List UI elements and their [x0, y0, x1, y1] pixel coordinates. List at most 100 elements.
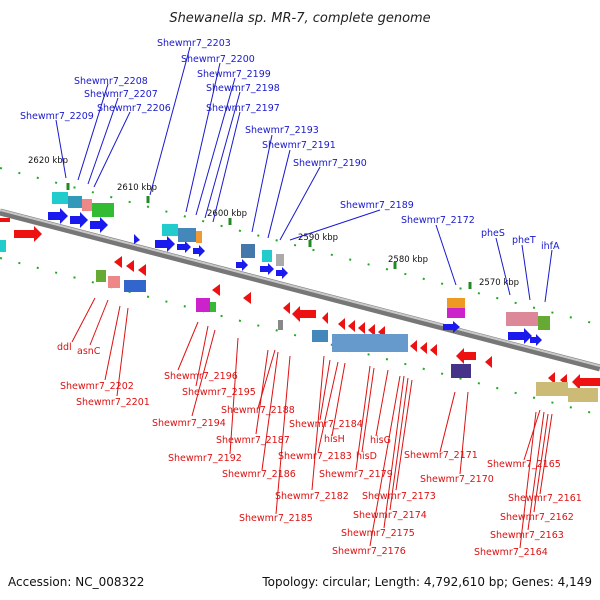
gene-label: Shewmr7_2194 [152, 418, 226, 429]
gene-label: hisD [356, 451, 377, 462]
gene-label: Shewmr7_2170 [420, 474, 494, 485]
gene-arrow [348, 320, 355, 332]
gene-label: Shewmr7_2161 [508, 493, 582, 504]
gene-arrow [177, 241, 191, 253]
gene-arrow [236, 259, 248, 271]
gene-label: asnC [77, 346, 101, 357]
gene-arrow [260, 263, 274, 275]
gene-arrow [456, 348, 476, 364]
genome-summary-text: Topology: circular; Length: 4,792,610 bp… [261, 575, 592, 589]
gene-arrow [420, 342, 427, 354]
gene-label: Shewmr7_2196 [164, 371, 238, 382]
top-leaders [55, 46, 553, 303]
gene-arrow [243, 292, 251, 304]
gene-arrow [134, 234, 140, 244]
scale-label: 2580 kbp [388, 255, 428, 265]
forward-feature-boxes [52, 192, 550, 330]
gene-label: Shewmr7_2188 [221, 405, 295, 416]
scale-label: 2620 kbp [28, 156, 68, 166]
gene-label: Shewmr7_2207 [84, 89, 158, 100]
gene-label: Shewmr7_2173 [362, 491, 436, 502]
scale-label: 2610 kbp [117, 183, 157, 193]
gene-label: Shewmr7_2162 [500, 512, 574, 523]
gene-label: Shewmr7_2197 [206, 103, 280, 114]
gene-arrow [358, 322, 365, 334]
gene-label: Shewmr7_2186 [222, 469, 296, 480]
gene-arrow [530, 334, 542, 346]
gene-arrow [14, 226, 42, 242]
gene-arrow [212, 284, 220, 296]
gene-label: pheS [481, 228, 505, 239]
scale-labels: 2620 kbp 2610 kbp 2600 kbp 2590 kbp 2580… [28, 156, 519, 288]
gene-arrow [283, 302, 290, 314]
gene-arrow [485, 356, 492, 368]
gene-arrow [155, 236, 175, 252]
accession-text: Accession: NC_008322 [8, 575, 144, 589]
gene-label: Shewmr7_2176 [332, 546, 406, 557]
gene-arrow [410, 340, 417, 352]
scale-label: 2600 kbp [207, 209, 247, 219]
gene-arrow [368, 324, 375, 336]
gene-label: Shewmr7_2171 [404, 450, 478, 461]
gene-label: Shewmr7_2192 [168, 453, 242, 464]
genome-backbone [0, 208, 600, 372]
gene-label: Shewmr7_2175 [341, 528, 415, 539]
gene-arrow [292, 306, 316, 322]
reverse-genes [0, 218, 600, 390]
bottom-gene-labels: ddl asnC Shewmr7_2196 Shewmr7_2202 Shewm… [57, 342, 582, 558]
gene-label: Shewmr7_2201 [76, 397, 150, 408]
scale-label: 2570 kbp [479, 278, 519, 288]
gene-arrow [114, 256, 122, 268]
reverse-feature-boxes [0, 240, 598, 402]
gene-label: Shewmr7_2193 [245, 125, 319, 136]
gene-arrow [193, 245, 205, 257]
gene-label: Shewmr7_2209 [20, 111, 94, 122]
top-gene-labels: Shewmr7_2203 Shewmr7_2200 Shewmr7_2199 S… [20, 38, 560, 252]
gene-label: Shewmr7_2200 [181, 54, 255, 65]
gene-arrow [548, 372, 555, 384]
gene-arrow [572, 374, 600, 390]
gene-label: Shewmr7_2208 [74, 76, 148, 87]
gene-label: Shewmr7_2206 [97, 103, 171, 114]
gene-label: Shewmr7_2198 [206, 83, 280, 94]
gene-label: Shewmr7_2191 [262, 140, 336, 151]
gene-arrow [443, 321, 460, 333]
gene-arrow [126, 260, 134, 272]
gene-label: Shewmr7_2185 [239, 513, 313, 524]
gene-label: Shewmr7_2202 [60, 381, 134, 392]
gene-label: Shewmr7_2174 [353, 510, 427, 521]
gene-label: Shewmr7_2183 [278, 451, 352, 462]
gene-label: hisH [324, 434, 345, 445]
gene-label: Shewmr7_2187 [216, 435, 290, 446]
gene-label: pheT [512, 235, 536, 246]
major-ticks [66, 183, 472, 289]
gene-arrow [138, 264, 146, 276]
gene-arrow [430, 344, 437, 356]
gene-arrow [338, 318, 345, 330]
map-title: Shewanella sp. MR-7, complete genome [169, 11, 430, 26]
gene-label: Shewmr7_2184 [289, 419, 363, 430]
gene-arrow [70, 212, 88, 228]
gene-arrow [90, 217, 108, 233]
gene-label: ihfA [541, 241, 560, 252]
gene-label: Shewmr7_2203 [157, 38, 231, 49]
gene-label: Shewmr7_2195 [182, 387, 256, 398]
gene-label: Shewmr7_2199 [197, 69, 271, 80]
gene-arrow [0, 218, 10, 222]
gene-label: Shewmr7_2189 [340, 200, 414, 211]
gene-label: Shewmr7_2190 [293, 158, 367, 169]
bottom-leaders [71, 297, 553, 549]
gene-label: Shewmr7_2163 [490, 530, 564, 541]
gene-label: Shewmr7_2165 [487, 459, 561, 470]
gene-label: Shewmr7_2182 [275, 491, 349, 502]
gene-arrow [508, 328, 532, 344]
forward-genes [48, 208, 542, 346]
scale-label: 2590 kbp [298, 233, 338, 243]
gene-arrow [48, 208, 68, 224]
gene-arrow [322, 312, 328, 324]
outer-scale-track [0, 167, 600, 326]
gene-arrow [276, 267, 288, 279]
gene-label: Shewmr7_2164 [474, 547, 548, 558]
